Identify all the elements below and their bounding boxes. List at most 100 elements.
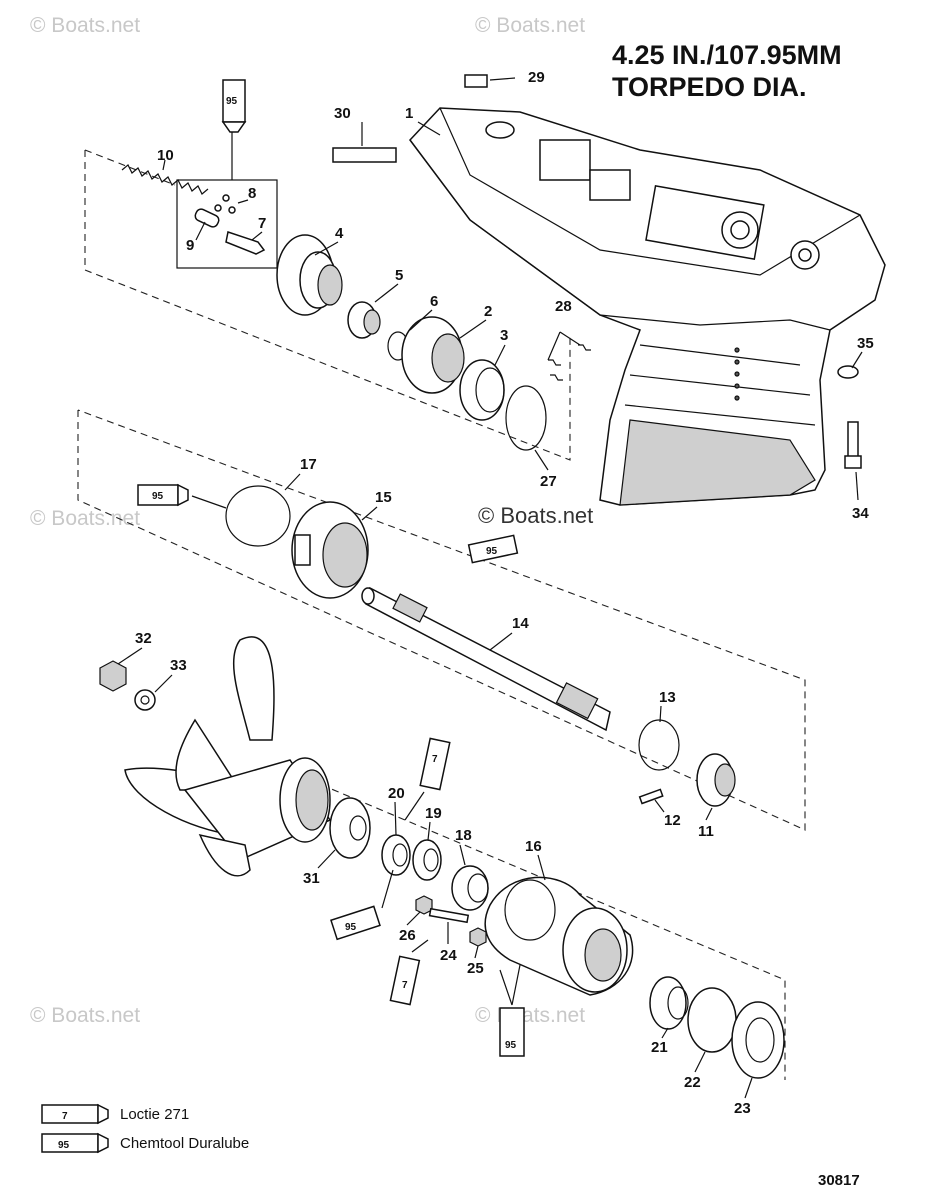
watermark-mid-left: © Boats.net bbox=[30, 507, 140, 530]
part-33-tab-washer bbox=[134, 689, 156, 711]
watermark-top-center: © Boats.net bbox=[475, 14, 585, 37]
part-10-spring bbox=[121, 164, 209, 195]
leader-tube-95-lower bbox=[381, 869, 394, 909]
part-34-bolt bbox=[844, 421, 862, 469]
watermark-bottom-left: © Boats.net bbox=[30, 1004, 140, 1027]
callout-16: 16 bbox=[525, 838, 542, 855]
svg-text:95: 95 bbox=[152, 491, 164, 502]
tube-95-bottom: 95 bbox=[499, 1007, 525, 1057]
callout-12: 12 bbox=[664, 812, 681, 829]
callout-9: 9 bbox=[186, 237, 194, 254]
callout-33: 33 bbox=[170, 657, 187, 674]
legend-label-loctite: Loctie 271 bbox=[120, 1106, 189, 1123]
legend-tube-7: 7 bbox=[41, 1103, 109, 1125]
svg-text:7: 7 bbox=[402, 980, 408, 991]
part-27-oring bbox=[505, 385, 547, 451]
leader-tube-95-bottom-a bbox=[499, 969, 513, 1006]
callout-5: 5 bbox=[395, 267, 403, 284]
legend-label-duralube: Chemtool Duralube bbox=[120, 1135, 249, 1152]
part-17-oring bbox=[225, 485, 291, 547]
tube-95-lower-left: 95 bbox=[330, 905, 381, 941]
svg-text:95: 95 bbox=[505, 1040, 517, 1051]
gear-housing bbox=[409, 107, 886, 506]
callout-27: 27 bbox=[540, 473, 557, 490]
part-32-nut bbox=[99, 660, 127, 692]
tube-95-top: 95 bbox=[221, 79, 247, 133]
svg-text:7: 7 bbox=[432, 754, 438, 765]
callout-19: 19 bbox=[425, 805, 442, 822]
callout-3: 3 bbox=[500, 327, 508, 344]
part-12-pin bbox=[638, 788, 664, 805]
part-35-washer bbox=[837, 365, 859, 379]
watermark-top-left: © Boats.net bbox=[30, 14, 140, 37]
part-23-thrust-bearing bbox=[731, 1001, 785, 1079]
part-21-bearing bbox=[649, 976, 689, 1030]
callout-25: 25 bbox=[467, 960, 484, 977]
callout-35: 35 bbox=[857, 335, 874, 352]
callout-23: 23 bbox=[734, 1100, 751, 1117]
detent-detail-box bbox=[176, 130, 278, 269]
callout-31: 31 bbox=[303, 870, 320, 887]
callout-4: 4 bbox=[335, 225, 344, 242]
callout-20: 20 bbox=[388, 785, 405, 802]
callout-28: 28 bbox=[555, 298, 572, 315]
part-19-seal bbox=[412, 839, 442, 881]
part-15-gear bbox=[291, 501, 369, 599]
watermark-center: © Boats.net bbox=[478, 503, 593, 528]
part-5-bearing bbox=[347, 301, 381, 339]
callout-29: 29 bbox=[528, 69, 545, 86]
callout-15: 15 bbox=[375, 489, 392, 506]
callout-34: 34 bbox=[852, 505, 869, 522]
leader-29 bbox=[489, 77, 516, 81]
callout-labels: 1 2 3 4 5 6 7 8 9 10 11 12 13 14 15 16 1… bbox=[135, 69, 874, 1117]
tube-95-left: 95 bbox=[137, 483, 189, 507]
part-11-clutch bbox=[696, 753, 736, 807]
part-22-washer bbox=[687, 987, 737, 1053]
leader-tube-7-lower bbox=[411, 939, 429, 953]
callout-17: 17 bbox=[300, 456, 317, 473]
propeller bbox=[124, 636, 332, 877]
callout-14: 14 bbox=[512, 615, 529, 632]
part-14-propshaft bbox=[361, 586, 611, 732]
callout-24: 24 bbox=[440, 947, 457, 964]
part-13-oring bbox=[638, 719, 680, 771]
callout-22: 22 bbox=[684, 1074, 701, 1091]
part-24-stud bbox=[428, 907, 470, 924]
part-18-bearing bbox=[451, 865, 489, 911]
svg-text:95: 95 bbox=[486, 546, 498, 557]
part-30-decal bbox=[332, 147, 397, 163]
svg-text:95: 95 bbox=[226, 96, 238, 107]
part-28-shims bbox=[547, 331, 591, 381]
part-16-bearing-carrier bbox=[484, 876, 634, 996]
part-25-nut bbox=[469, 927, 487, 947]
part-3-race bbox=[459, 359, 505, 421]
part-31-thrust-hub bbox=[329, 797, 371, 859]
svg-text:95: 95 bbox=[58, 1140, 70, 1151]
leader-10 bbox=[162, 159, 166, 171]
leader-tube-7-upper bbox=[404, 791, 425, 821]
callout-32: 32 bbox=[135, 630, 152, 647]
svg-text:7: 7 bbox=[62, 1111, 68, 1122]
callout-1: 1 bbox=[405, 105, 413, 122]
callout-21: 21 bbox=[651, 1039, 668, 1056]
part-29-plug bbox=[464, 74, 488, 88]
watermark-bottom-center: © Boats.net bbox=[475, 1004, 585, 1027]
callout-11: 11 bbox=[698, 823, 714, 840]
callout-18: 18 bbox=[455, 827, 472, 844]
legend: 7 Loctie 271 95 Chemtool Duralube bbox=[41, 1103, 249, 1154]
callout-6: 6 bbox=[430, 293, 438, 310]
tube-7-lower: 7 bbox=[389, 955, 421, 1006]
svg-text:95: 95 bbox=[345, 922, 357, 933]
callout-13: 13 bbox=[659, 689, 676, 706]
assembly-dashed-outlines bbox=[77, 149, 806, 1080]
leader-tube-17 bbox=[191, 495, 227, 509]
callout-8: 8 bbox=[248, 185, 256, 202]
callout-26: 26 bbox=[399, 927, 416, 944]
title-line-2: TORPEDO DIA. bbox=[612, 72, 807, 102]
tube-95-mid: 95 bbox=[467, 534, 519, 564]
callout-7: 7 bbox=[258, 215, 266, 232]
part-4-carrier bbox=[276, 234, 343, 316]
part-2-gear bbox=[401, 316, 465, 394]
callout-leaders bbox=[117, 121, 863, 1099]
